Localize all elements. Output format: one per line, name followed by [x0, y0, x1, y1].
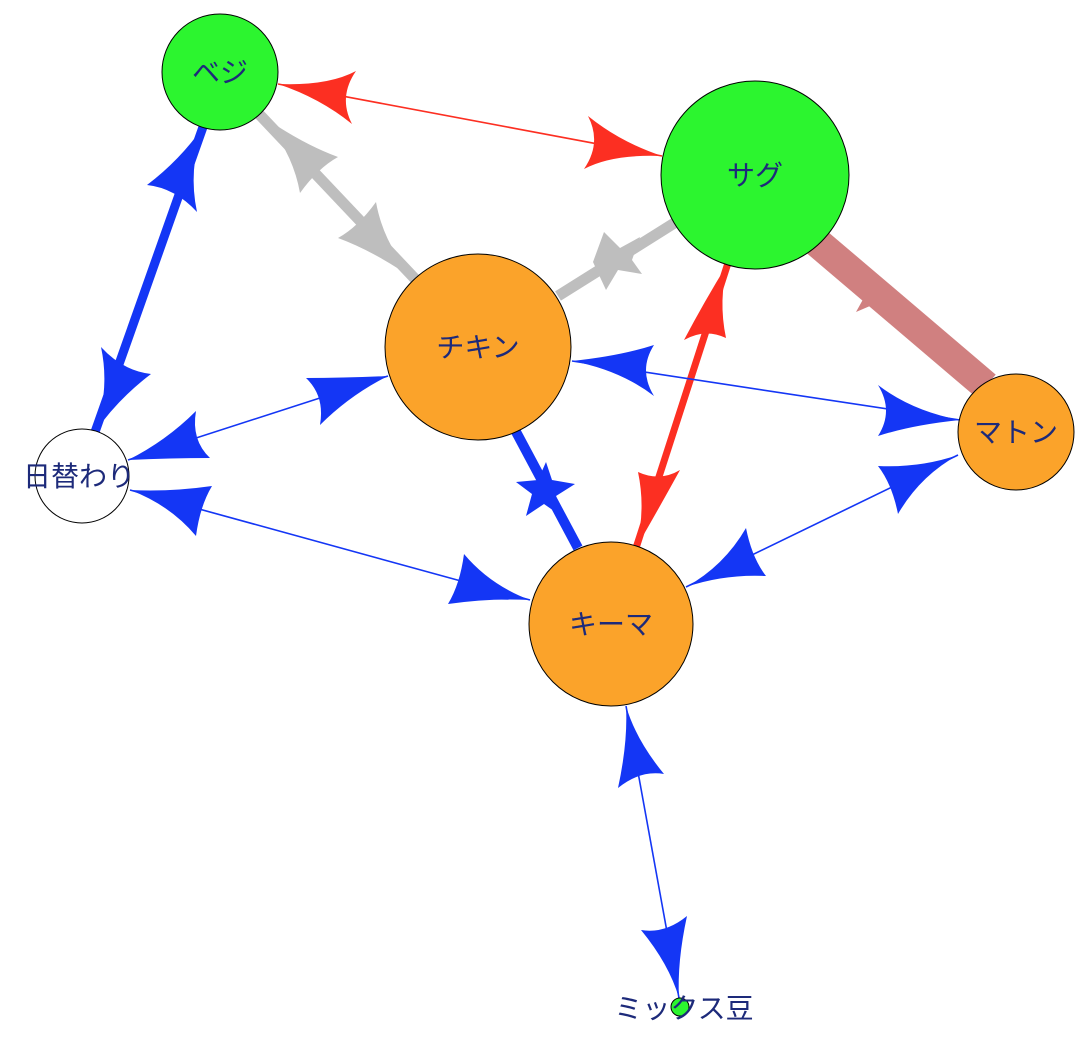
edge-chicken-mutton [571, 345, 961, 436]
node-label-daily: 日替わり [23, 460, 135, 493]
node-label-keema: キーマ [569, 608, 653, 641]
node-veggie: ベジ [161, 13, 279, 131]
node-label-mutton: マトン [974, 416, 1058, 449]
node-keema: キーマ [528, 541, 694, 707]
edge-keema-mixbean [618, 705, 687, 999]
edge-chicken-saag [555, 217, 679, 301]
edge-veggie-saag [277, 71, 663, 169]
edge-saag-mutton [802, 226, 996, 398]
edge-saag-keema [632, 261, 732, 550]
node-saag: サグ [660, 80, 850, 270]
edge-veggie-daily [90, 125, 208, 434]
node-label-saag: サグ [727, 159, 783, 192]
edge-veggie-chicken [254, 109, 422, 286]
node-label-veggie: ベジ [192, 56, 248, 89]
edge-daily-keema [129, 486, 531, 604]
node-label-mixbean: ミックス豆 [614, 992, 753, 1025]
edge-chicken-keema [509, 425, 583, 551]
node-label-chicken: チキン [436, 331, 519, 364]
node-daily: 日替わり [23, 428, 135, 524]
node-mixbean: ミックス豆 [614, 992, 753, 1025]
node-mutton: マトン [957, 373, 1075, 491]
edge-chicken-daily [127, 375, 389, 461]
node-chicken: チキン [384, 253, 572, 441]
edge-mutton-keema [685, 454, 959, 588]
